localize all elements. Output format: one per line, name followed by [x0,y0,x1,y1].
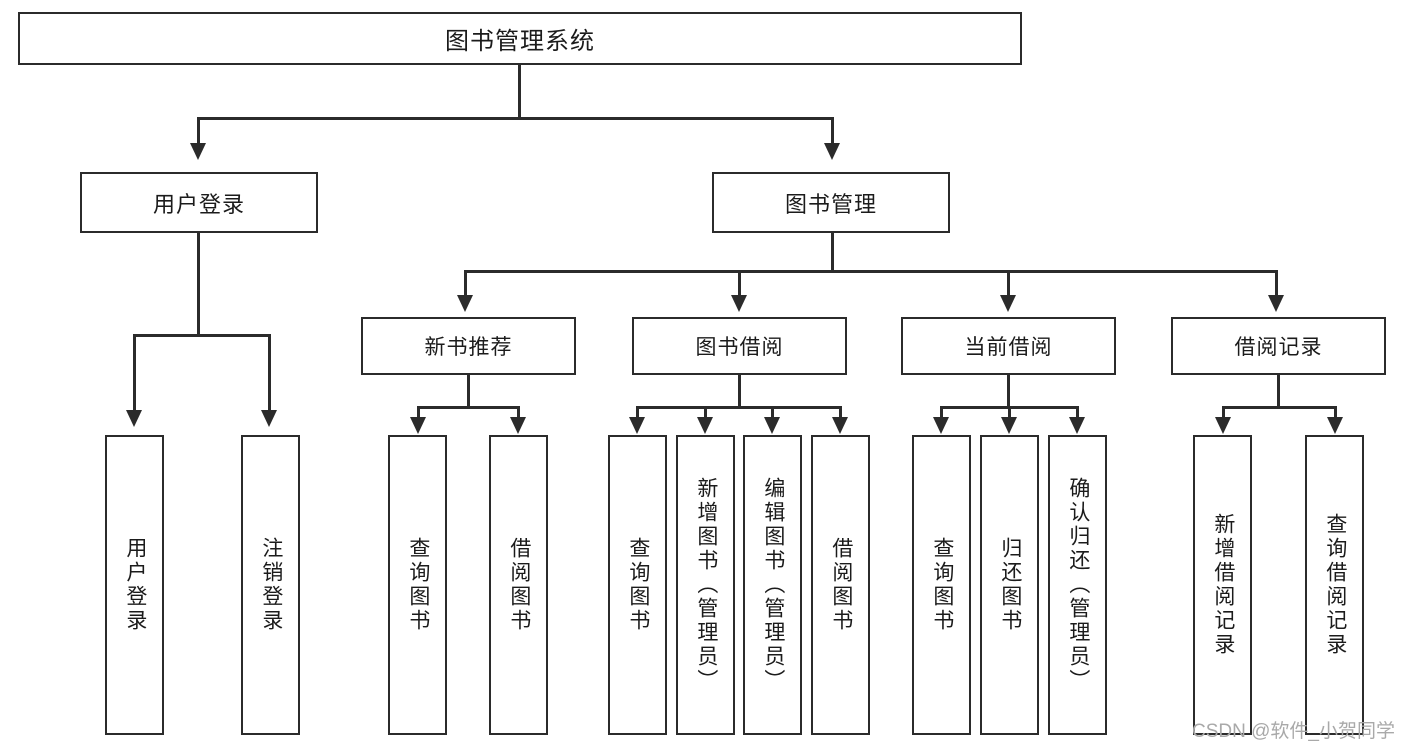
node-label: 归还图书 [998,537,1022,633]
node-leaf-borrow-book-borrow[interactable]: 借阅图书 [811,435,870,735]
node-leaf-return-book[interactable]: 归还图书 [980,435,1039,735]
node-leaf-borrow-book-new-rec[interactable]: 借阅图书 [489,435,548,735]
node-label: 用户登录 [123,537,147,633]
arrowhead-borrow-record [1268,295,1284,312]
node-label: 借阅图书 [507,537,531,633]
node-leaf-query-record[interactable]: 查询借阅记录 [1305,435,1364,735]
connector-new-book-rec-bus [417,406,520,409]
node-label: 图书借阅 [695,336,784,359]
arrowhead-leaf-query-book-3 [933,417,949,434]
node-leaf-user-login[interactable]: 用户登录 [105,435,164,735]
connector-root-bus [197,117,834,120]
node-label: 图书管理 [784,191,877,217]
arrowhead-leaf-query-book-1 [410,417,426,434]
node-book-manage[interactable]: 图书管理 [712,172,950,233]
node-leaf-add-record[interactable]: 新增借阅记录 [1193,435,1252,735]
connector-nbr-leaf-2 [517,406,520,420]
arrowhead-book-borrow [731,295,747,312]
connector-nbr-leaf-1 [417,406,420,420]
watermark-text: CSDN @软件_小贺同学 [1192,721,1395,742]
node-label: 查询图书 [406,537,430,633]
connector-root-to-user-login [197,117,200,147]
node-label: 新书推荐 [424,336,513,359]
arrowhead-leaf-edit-book [764,417,780,434]
connector-user-login-leaf-2 [268,334,271,413]
node-label: 借阅记录 [1234,336,1323,359]
node-new-book-rec[interactable]: 新书推荐 [361,317,576,375]
node-label: 查询借阅记录 [1323,513,1347,657]
arrowhead-leaf-add-record [1215,417,1231,434]
connector-borrow-record-bus [1222,406,1337,409]
connector-bb-leaf-4 [839,406,842,420]
arrowhead-leaf-user-login [126,410,142,427]
node-label: 查询图书 [626,537,650,633]
node-leaf-query-book-borrow[interactable]: 查询图书 [608,435,667,735]
connector-current-borrow-stem [1007,375,1010,408]
connector-cb-leaf-1 [940,406,943,420]
arrowhead-leaf-confirm-return [1069,417,1085,434]
node-book-borrow[interactable]: 图书借阅 [632,317,847,375]
node-leaf-logout[interactable]: 注销登录 [241,435,300,735]
connector-root-stem [518,65,521,118]
arrowhead-current-borrow [1000,295,1016,312]
connector-br-leaf-2 [1334,406,1337,420]
node-label: 当前借阅 [964,336,1053,359]
node-label: 编辑图书（管理员） [761,477,785,693]
node-label: 图书管理系统 [445,28,595,55]
node-borrow-record[interactable]: 借阅记录 [1171,317,1386,375]
connector-cb-leaf-2 [1008,406,1011,420]
arrowhead-leaf-borrow-book-1 [510,417,526,434]
connector-user-login-stem [197,233,200,335]
arrowhead-new-book-rec [457,295,473,312]
connector-to-borrow-record [1275,270,1278,298]
connector-bb-leaf-2 [704,406,707,420]
node-leaf-edit-book[interactable]: 编辑图书（管理员） [743,435,802,735]
connector-cb-leaf-3 [1076,406,1079,420]
arrowhead-book-manage [824,143,840,160]
connector-borrow-record-stem [1277,375,1280,408]
arrowhead-leaf-logout [261,410,277,427]
node-label: 确认归还（管理员） [1066,477,1090,693]
connector-to-new-book-rec [464,270,467,298]
connector-root-to-book-manage [831,117,834,147]
node-label: 查询图书 [930,537,954,633]
node-label: 用户登录 [152,191,245,217]
arrowhead-leaf-query-book-2 [629,417,645,434]
node-leaf-query-book-new-rec[interactable]: 查询图书 [388,435,447,735]
node-leaf-confirm-return[interactable]: 确认归还（管理员） [1048,435,1107,735]
connector-to-current-borrow [1007,270,1010,298]
node-label: 注销登录 [259,537,283,633]
connector-bb-leaf-3 [771,406,774,420]
connector-new-book-rec-stem [467,375,470,408]
connector-book-borrow-stem [738,375,741,408]
arrowhead-leaf-add-book [697,417,713,434]
connector-bb-leaf-1 [636,406,639,420]
node-user-login[interactable]: 用户登录 [80,172,318,233]
connector-book-borrow-bus [636,406,842,409]
node-leaf-query-book-current[interactable]: 查询图书 [912,435,971,735]
node-label: 新增借阅记录 [1211,513,1235,657]
node-leaf-add-book[interactable]: 新增图书（管理员） [676,435,735,735]
arrowhead-user-login [190,143,206,160]
connector-to-book-borrow [738,270,741,298]
connector-book-manage-bus [464,270,1278,273]
node-root-system[interactable]: 图书管理系统 [18,12,1022,65]
arrowhead-leaf-query-record [1327,417,1343,434]
connector-user-login-bus [133,334,270,337]
connector-book-manage-stem [831,233,834,272]
connector-user-login-leaf-1 [133,334,136,413]
arrowhead-leaf-borrow-book-2 [832,417,848,434]
connector-br-leaf-1 [1222,406,1225,420]
arrowhead-leaf-return-book [1001,417,1017,434]
node-label: 借阅图书 [829,537,853,633]
node-current-borrow[interactable]: 当前借阅 [901,317,1116,375]
node-label: 新增图书（管理员） [694,477,718,693]
